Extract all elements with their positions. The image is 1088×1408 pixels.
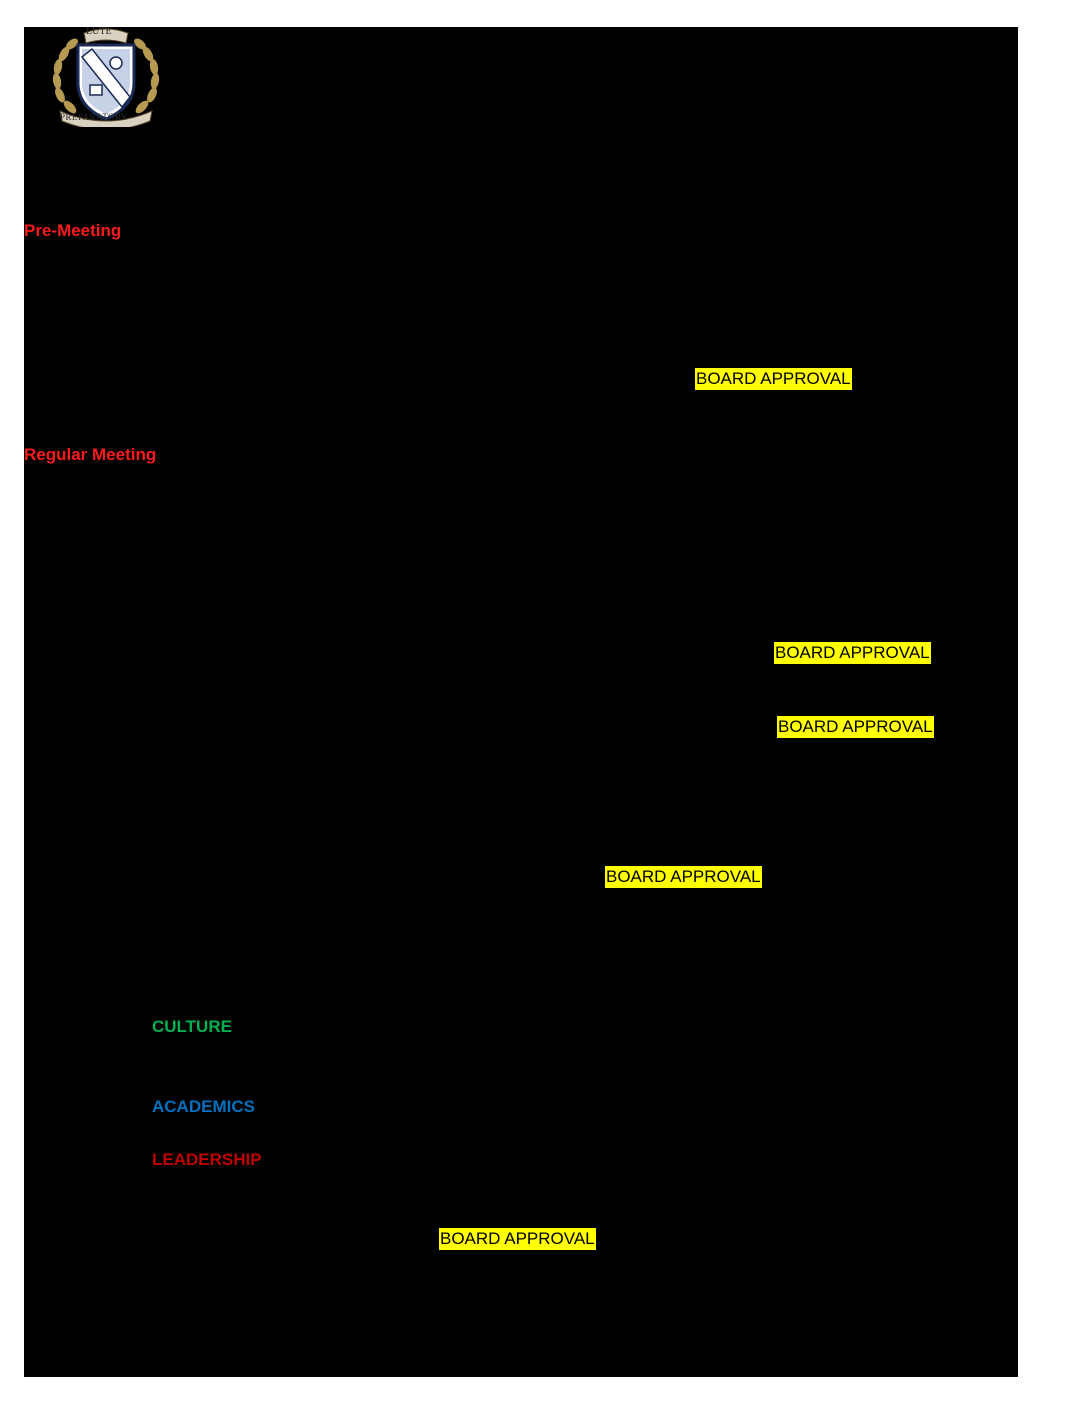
board-approval-badge: BOARD APPROVAL: [439, 1228, 596, 1250]
board-approval-badge: BOARD APPROVAL: [777, 716, 934, 738]
document-page: [24, 27, 1018, 1377]
category-leadership: LEADERSHIP: [152, 1150, 262, 1169]
category-academics: ACADEMICS: [152, 1097, 255, 1116]
pre-meeting-heading: Pre-Meeting: [24, 221, 122, 240]
category-culture: CULTURE: [152, 1017, 232, 1036]
board-approval-badge: BOARD APPROVAL: [774, 642, 931, 664]
board-approval-badge: BOARD APPROVAL: [695, 368, 852, 390]
logo-top-text: LUTE: [86, 26, 112, 37]
board-approval-badge: BOARD APPROVAL: [605, 866, 762, 888]
regular-meeting-heading: Regular Meeting: [24, 445, 157, 464]
logo-bottom-text: PREPARATORY: [60, 112, 129, 122]
school-crest-logo: [52, 28, 160, 127]
